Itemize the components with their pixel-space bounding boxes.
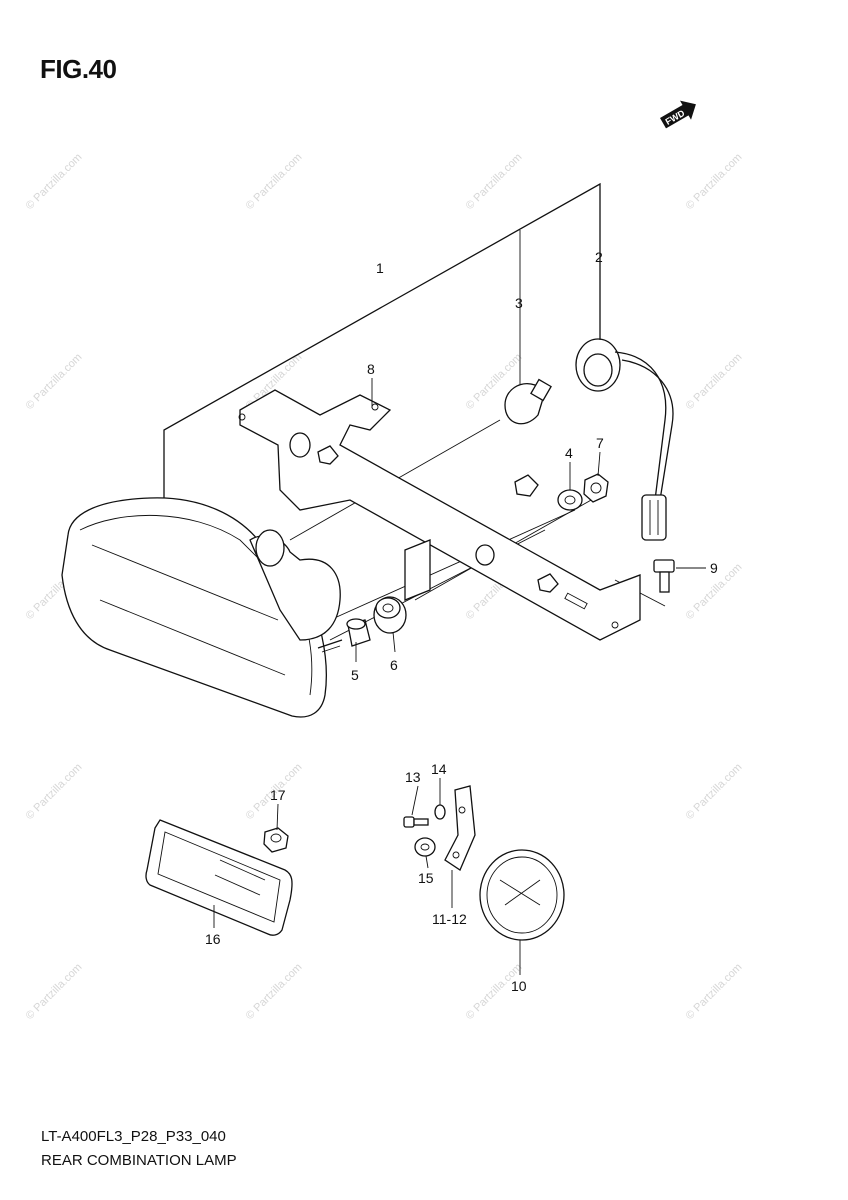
callout-9: 9	[710, 560, 718, 576]
callout-11-12: 11-12	[432, 911, 467, 927]
callouts: 1 2 3 4 5 6 7 8 9 10 11-12 13 14 15 16 1…	[205, 249, 718, 994]
callout-13: 13	[405, 769, 421, 785]
callout-14: 14	[431, 761, 447, 777]
reflector-nut	[263, 827, 289, 853]
watermark: © Partzilla.com	[464, 151, 525, 212]
callout-10: 10	[511, 978, 527, 994]
diagram-code: LT-A400FL3_P28_P33_040	[41, 1128, 226, 1145]
watermark: © Partzilla.com	[684, 151, 745, 212]
collar	[346, 618, 371, 647]
figure-title: FIG.40	[40, 54, 117, 84]
side-reflector	[145, 819, 293, 936]
watermark: © Partzilla.com	[244, 151, 305, 212]
watermark: © Partzilla.com	[24, 961, 85, 1022]
callout-6: 6	[390, 657, 398, 673]
callout-3: 3	[515, 295, 523, 311]
screw	[403, 816, 429, 828]
watermark: © Partzilla.com	[24, 151, 85, 212]
small-nut	[414, 837, 436, 857]
callout-7: 7	[596, 435, 604, 451]
watermark: © Partzilla.com	[684, 351, 745, 412]
small-washer	[434, 804, 446, 820]
callout-4: 4	[565, 445, 573, 461]
watermark: © Partzilla.com	[684, 961, 745, 1022]
callout-1: 1	[376, 260, 384, 276]
callout-5: 5	[351, 667, 359, 683]
callout-15: 15	[418, 870, 434, 886]
forward-arrow-icon: FWD	[660, 100, 696, 129]
callout-16: 16	[205, 931, 221, 947]
leader-lines	[213, 270, 706, 975]
callout-17: 17	[270, 787, 286, 803]
rear-lamp-housing	[61, 497, 343, 718]
watermark: © Partzilla.com	[24, 761, 85, 822]
washer	[557, 489, 583, 511]
watermark: © Partzilla.com	[684, 761, 745, 822]
rear-reflector	[479, 849, 565, 941]
bulb-socket-harness	[575, 338, 674, 541]
callout-2: 2	[595, 249, 603, 265]
lamp-bracket	[238, 389, 641, 641]
watermark: © Partzilla.com	[24, 351, 85, 412]
bolt	[653, 559, 675, 593]
bulb	[504, 378, 552, 425]
diagram-name: REAR COMBINATION LAMP	[41, 1152, 237, 1169]
reflector-bracket	[444, 785, 476, 871]
watermark: © Partzilla.com	[244, 961, 305, 1022]
grommet	[373, 596, 407, 634]
callout-8: 8	[367, 361, 375, 377]
nut	[583, 473, 609, 503]
